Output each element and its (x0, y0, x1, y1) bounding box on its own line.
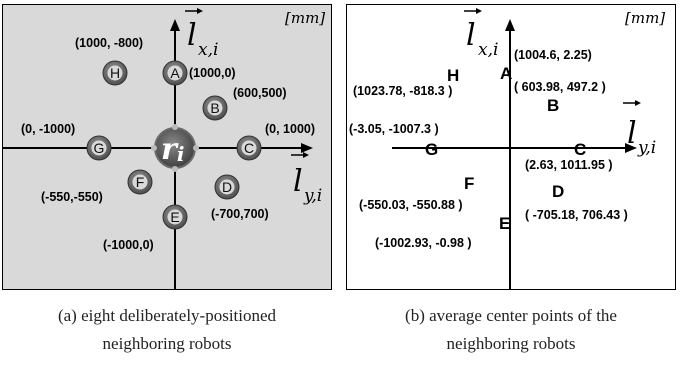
robot-a-letter: A (170, 65, 180, 81)
robot-d-letter: D (222, 179, 232, 195)
panel-b-diagram: [mm] l x,i l y,i A (1004.6, 2.25) B ( 60… (349, 8, 665, 289)
axis-y-arrowhead (301, 143, 313, 153)
point-d-letter: D (552, 182, 564, 201)
point-b-coord: ( 603.98, 497.2 ) (514, 80, 606, 94)
point-a-letter: A (500, 64, 512, 83)
robot-f-letter: F (136, 174, 145, 190)
point-e-coord: (-1002.93, -0.98 ) (375, 236, 472, 250)
axis-x-letter: l (187, 18, 197, 53)
point-f-coord: (-550.03, -550.88 ) (359, 198, 463, 212)
unit-label: [mm] (285, 9, 325, 27)
robot-g-coord: (0, -1000) (21, 122, 75, 136)
point-h-letter: H (447, 66, 459, 85)
robot-c-letter: C (244, 140, 254, 156)
axis-x-subscript: x,i (198, 40, 218, 60)
point-b-letter: B (547, 96, 559, 115)
robot-f-coord: (-550,-550) (41, 190, 103, 204)
point-g-letter: G (425, 140, 438, 159)
robot-d-icon: D (214, 174, 240, 200)
vector-arrowhead-icon (197, 8, 203, 14)
caption-a-line2: neighboring robots (102, 334, 232, 353)
robot-h-icon: H (102, 60, 128, 86)
vector-arrowhead-icon (476, 8, 482, 14)
axis-x-label: l x,i (464, 8, 498, 60)
robot-a-icon: A (162, 60, 188, 86)
caption-b-line2: neighboring robots (446, 334, 576, 353)
panel-a-robot-layout: [mm] l x,i l y,i ri A (10 (2, 4, 332, 290)
axis-y-letter: l (293, 164, 303, 199)
point-d-coord: ( -705.18, 706.43 ) (525, 208, 628, 222)
unit-label: [mm] (625, 9, 665, 27)
robot-d-coord: (-700,700) (211, 207, 269, 221)
robot-c-coord: (0, 1000) (265, 122, 315, 136)
axis-x-letter: l (466, 18, 476, 53)
robot-b-coord: (600,500) (233, 86, 287, 100)
point-a-coord: (1004.6, 2.25) (514, 48, 592, 62)
point-h-coord: (1023.78, -818.3 ) (353, 84, 452, 98)
panel-a-diagram: [mm] l x,i l y,i ri A (10 (3, 8, 325, 289)
axis-y-subscript: y,i (637, 138, 656, 158)
vector-arrowhead-icon (303, 152, 309, 158)
robot-g-letter: G (94, 140, 105, 156)
point-g-coord: (-3.05, -1007.3 ) (349, 122, 439, 136)
axis-x-arrowhead (505, 19, 515, 31)
robot-b-letter: B (210, 100, 219, 116)
point-c-coord: (2.63, 1011.95 ) (525, 158, 613, 172)
axis-x-label: l x,i (185, 8, 218, 60)
robot-h-coord: (1000, -800) (75, 36, 143, 50)
robot-b-icon: B (202, 95, 228, 121)
point-c-letter: C (574, 140, 586, 159)
robot-e-letter: E (170, 209, 179, 225)
axis-y-arrowhead (625, 143, 637, 153)
caption-b-line1: (b) average center points of the (405, 306, 617, 325)
center-robot-label: ri (161, 132, 184, 167)
caption-b: (b) average center points of the neighbo… (346, 302, 676, 358)
robot-c-icon: C (236, 135, 262, 161)
robot-f-icon: F (127, 169, 153, 195)
vector-arrowhead-icon (635, 100, 641, 106)
axis-x-arrowhead (170, 19, 180, 31)
robot-e-coord: (-1000,0) (103, 238, 154, 252)
panel-b-average-centers: [mm] l x,i l y,i A (1004.6, 2.25) B ( 60… (346, 4, 676, 290)
axis-y-letter: l (627, 116, 637, 151)
axis-y-label: l y,i (623, 100, 656, 158)
axis-y-label: l y,i (291, 152, 322, 206)
robot-e-icon: E (162, 204, 188, 230)
robot-h-letter: H (110, 65, 120, 81)
robot-a-coord: (1000,0) (189, 66, 236, 80)
center-robot-icon: ri (151, 124, 199, 172)
robot-g-icon: G (86, 135, 112, 161)
caption-a-line1: (a) eight deliberately-positioned (57, 306, 277, 325)
caption-a: (a) eight deliberately-positioned neighb… (2, 302, 332, 358)
axis-y-subscript: y,i (303, 186, 322, 206)
axis-x-subscript: x,i (478, 40, 498, 60)
point-f-letter: F (464, 174, 474, 193)
point-e-letter: E (499, 214, 510, 233)
